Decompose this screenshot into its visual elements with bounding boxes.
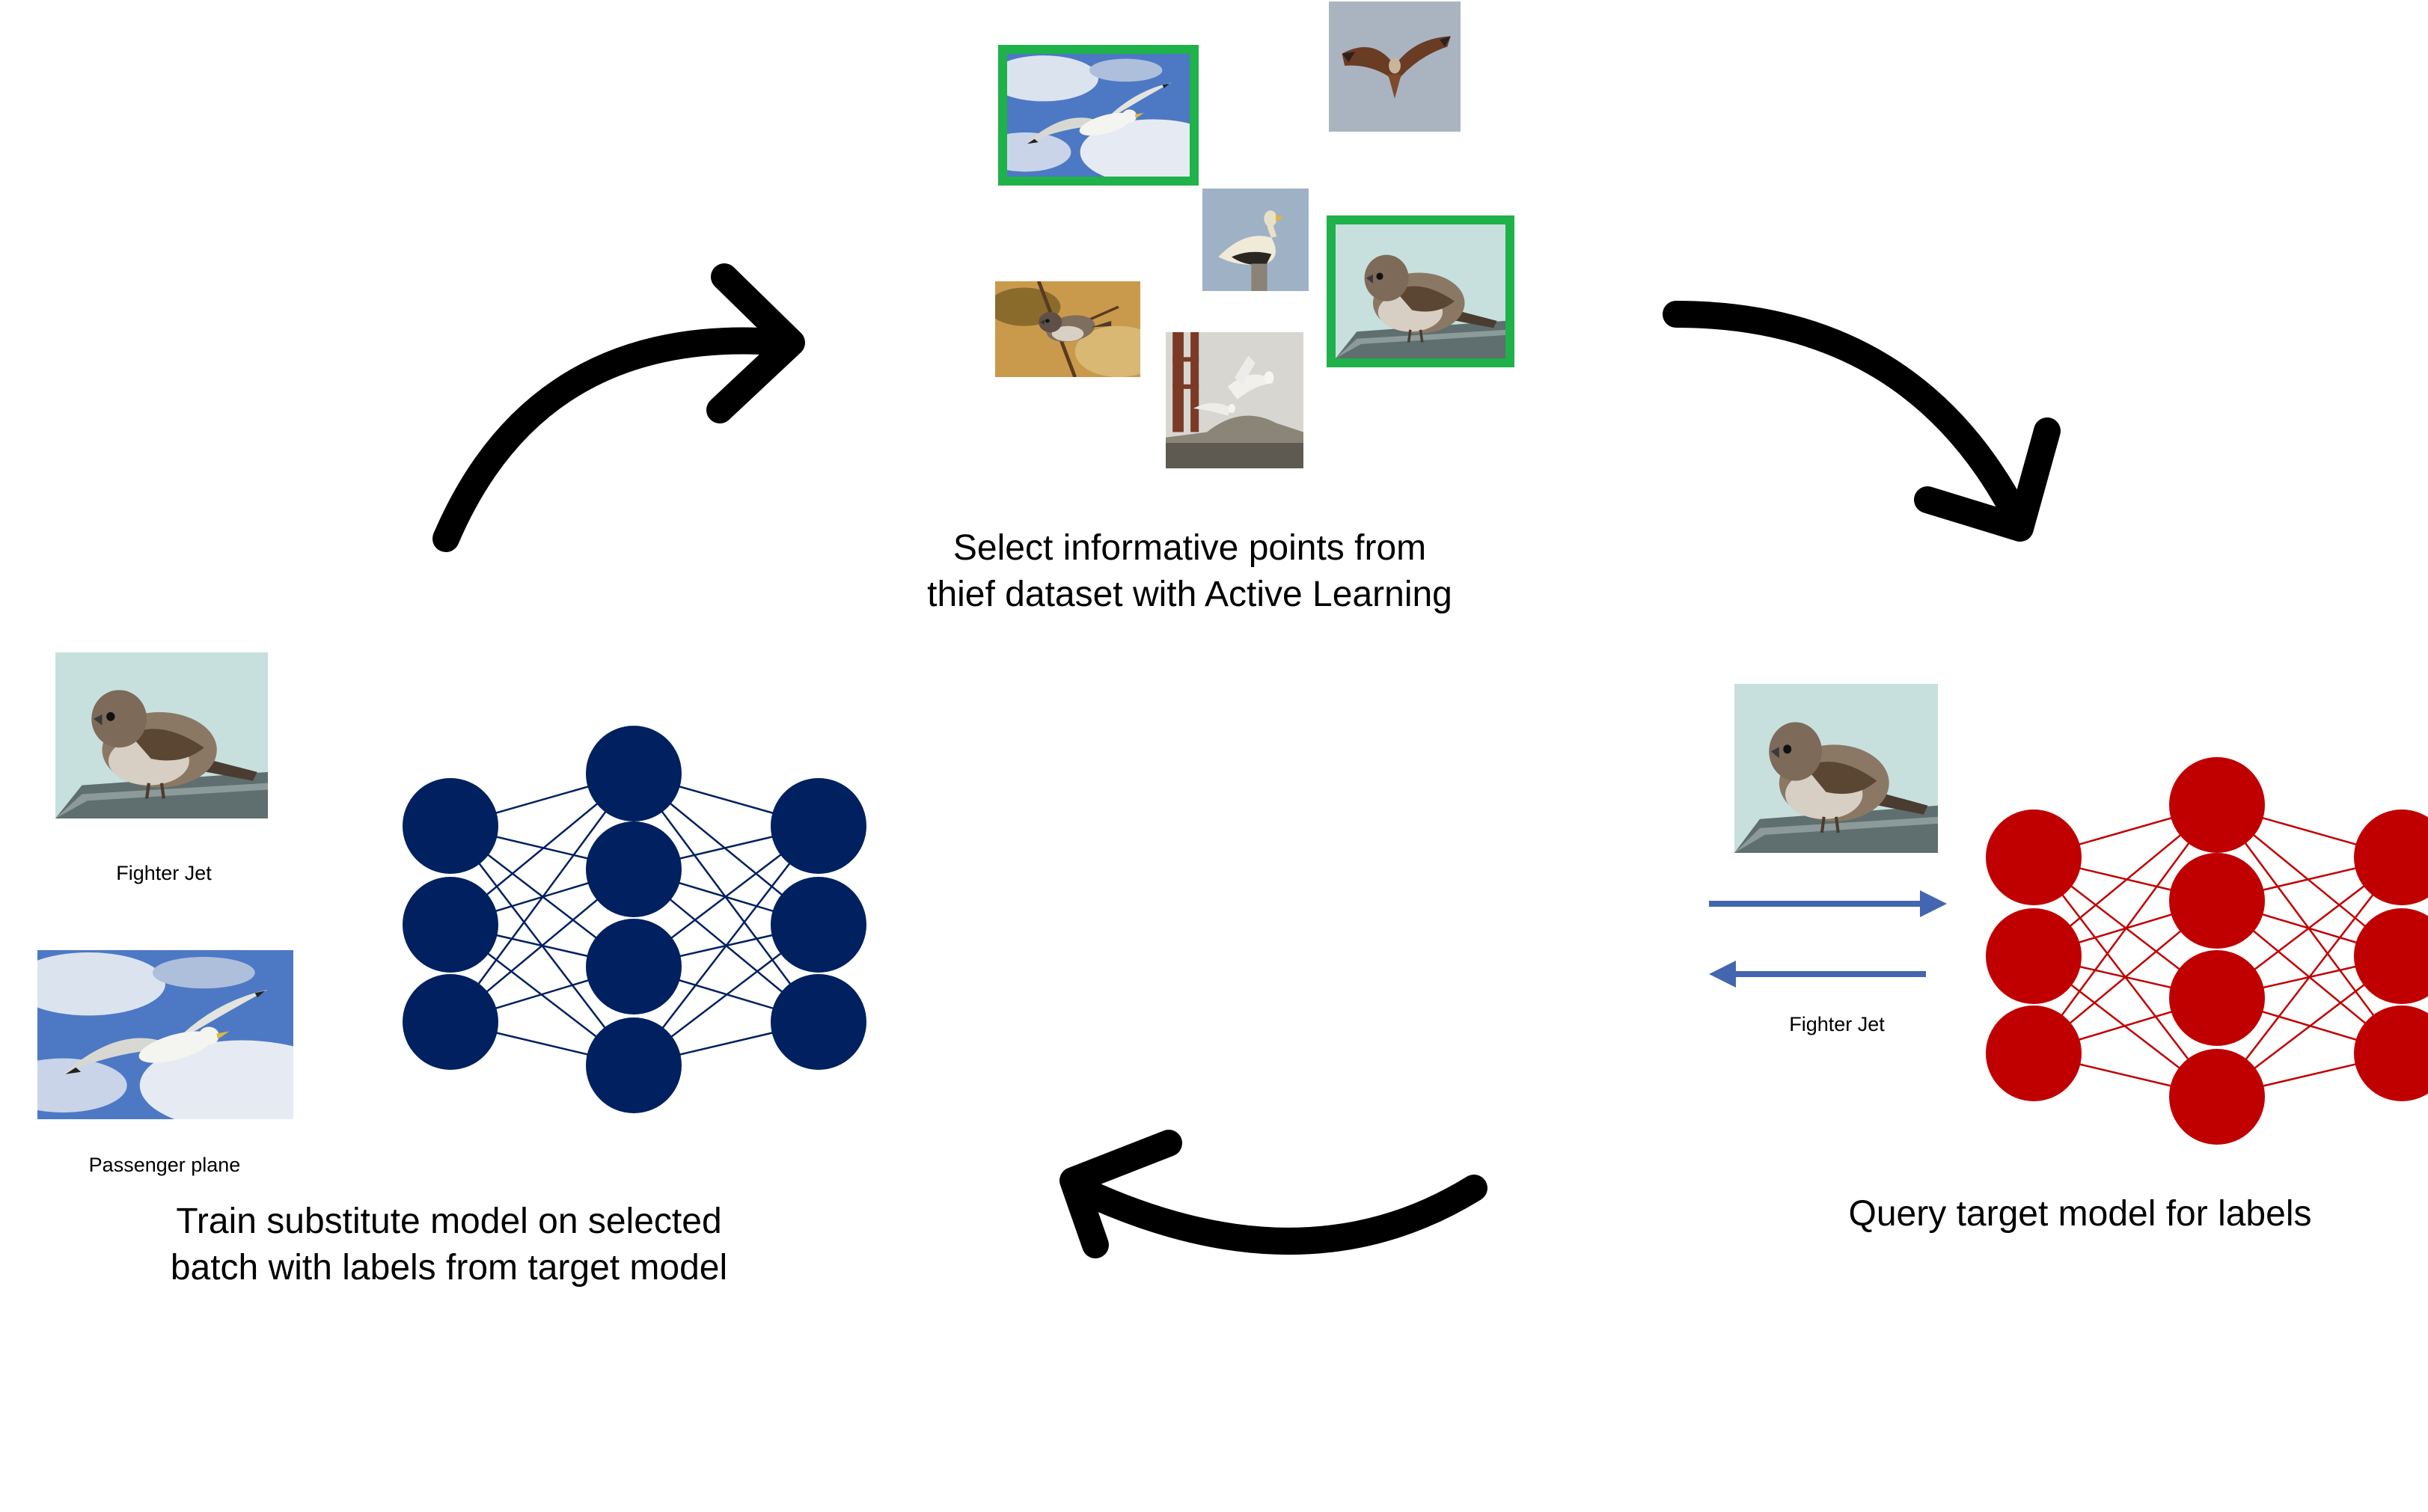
- substitute-neuron-layer-3: [771, 974, 866, 1070]
- substitute-neuron-layer-2: [586, 821, 682, 917]
- train-caption-line-1: Train substitute model on selected: [176, 1202, 722, 1241]
- substitute-neuron-layer-1: [403, 877, 498, 973]
- substitute-neuron-layer-2: [586, 1017, 682, 1113]
- target-neuron-layer-2: [2169, 1049, 2265, 1145]
- select-step-caption: Select informative points from thief dat…: [823, 525, 1556, 618]
- sparrow-photo-selected: [1327, 215, 1514, 367]
- select-caption-line-2: thief dataset with Active Learning: [927, 575, 1452, 614]
- curved-arrow-icon: [432, 327, 799, 552]
- target-neuron-layer-1: [1986, 809, 2082, 905]
- curved-arrow-icon: [1663, 301, 2034, 537]
- passenger-plane-label-text: Passenger plane: [88, 1154, 241, 1176]
- query-caption-line: Query target model for labels: [1848, 1194, 2312, 1234]
- gull-photo-selected: [998, 45, 1199, 186]
- target-connection: [2216, 857, 2403, 1098]
- substitute-neuron-layer-2: [586, 726, 682, 821]
- target-neuron-layer-3: [2354, 1006, 2428, 1101]
- fighter-jet-label-left: Fighter Jet: [55, 860, 272, 886]
- substitute-neuron-layer-1: [403, 778, 498, 874]
- query-step-caption: Query target model for labels: [1781, 1191, 2379, 1237]
- substitute-neuron-layer-3: [771, 877, 866, 973]
- substitute-connection: [633, 825, 819, 1066]
- target-neuron-layer-3: [2354, 908, 2428, 1004]
- substitute-connection: [449, 773, 635, 1023]
- curved-arrow-icon: [1059, 1130, 1182, 1258]
- target-neuron-layer-2: [2169, 853, 2265, 949]
- target-neuron-layer-1: [1986, 908, 2082, 1004]
- curved-arrow-icon: [1064, 1175, 1487, 1255]
- target-connection: [2032, 804, 2218, 1054]
- target-neuron-layer-3: [2354, 809, 2428, 905]
- fighter-jet-label-text: Fighter Jet: [116, 862, 212, 884]
- train-caption-line-2: batch with labels from target model: [170, 1248, 728, 1288]
- substitute-neuron-layer-3: [771, 778, 866, 874]
- fighter-jet-response-text: Fighter Jet: [1789, 1013, 1885, 1035]
- curved-arrow-icon: [706, 263, 805, 423]
- passenger-plane-label: Passenger plane: [45, 1152, 284, 1178]
- target-neuron-layer-1: [1986, 1006, 2082, 1101]
- substitute-neuron-layer-2: [586, 919, 682, 1014]
- train-step-caption: Train substitute model on selected batch…: [112, 1199, 786, 1291]
- target-neuron-layer-2: [2169, 757, 2265, 853]
- select-caption-line-1: Select informative points from: [952, 528, 1427, 568]
- curved-arrow-icon: [1914, 417, 2061, 542]
- fighter-jet-label-right: Fighter Jet: [1713, 1011, 1960, 1037]
- query-arrowhead-icon: [1920, 890, 1947, 917]
- target-neuron-layer-2: [2169, 950, 2265, 1046]
- substitute-neuron-layer-1: [403, 974, 498, 1070]
- response-arrowhead-icon: [1709, 961, 1736, 988]
